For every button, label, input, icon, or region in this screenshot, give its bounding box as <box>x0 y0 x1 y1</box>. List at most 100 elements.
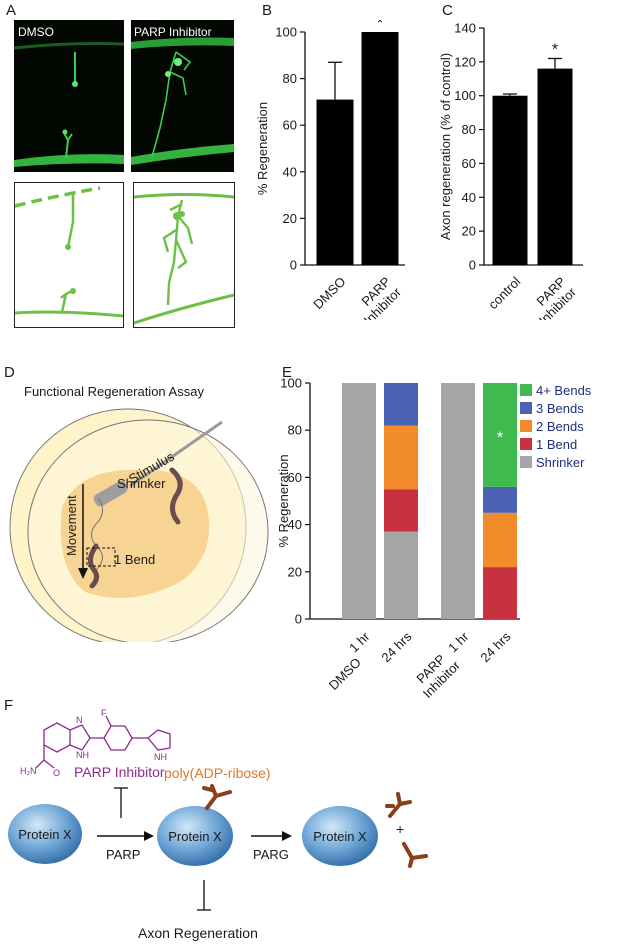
y-tick-label: 20 <box>283 211 297 226</box>
y-tick-label: 20 <box>462 224 476 239</box>
par-chain-attached <box>202 784 232 810</box>
x-tick-label: 24 hrs <box>378 629 415 666</box>
panel-letter-a: A <box>6 2 17 19</box>
y-tick-label: 80 <box>462 122 476 137</box>
atom-o: O <box>53 768 60 778</box>
panel-f: F N NH NH H₂N O PARP Inhibitor poly(ADP-… <box>8 708 428 941</box>
y-axis-label: % Regeneration <box>276 454 291 547</box>
x-tick-label: 1 hr <box>445 628 472 655</box>
atom-nh: NH <box>76 750 89 760</box>
significance-star: * <box>377 20 383 32</box>
x-tick-label: PARPInhibitor <box>525 273 579 320</box>
protein-blob-2 <box>157 806 233 866</box>
parp-micrograph: PARP Inhibitor <box>131 20 234 172</box>
inhibitor-atoms: F N NH NH H₂N O <box>20 708 167 778</box>
protein-blob-3 <box>302 806 378 866</box>
legend-swatch <box>520 456 532 468</box>
movement-label: Movement <box>64 495 79 556</box>
y-axis-label: Axon regeneration (% of control) <box>438 53 453 240</box>
bar <box>316 99 354 265</box>
par-label: poly(ADP-ribose) <box>164 765 271 781</box>
inhibitor-label: PARP Inhibitor <box>74 764 165 780</box>
legend-label: Shrinker <box>536 455 585 470</box>
x-tick-label: 1 hr <box>346 628 373 655</box>
y-tick-label: 100 <box>275 25 297 40</box>
bar-segment <box>384 489 418 532</box>
protein-label-2: Protein X <box>168 829 222 844</box>
y-tick-label: 80 <box>288 423 302 438</box>
outcome-label: Axon Regeneration <box>138 925 258 941</box>
bar <box>492 95 528 265</box>
plus-sign: + <box>396 821 404 837</box>
protein-label-1: Protein X <box>18 827 72 842</box>
dmso-tracing <box>14 182 124 328</box>
parg-enzyme-label: PARG <box>253 847 289 862</box>
y-tick-label: 20 <box>288 564 302 579</box>
y-tick-label: 0 <box>469 258 476 273</box>
x-tick-label: PARPInhibitor <box>350 273 404 320</box>
bar <box>361 32 399 265</box>
legend-label: 4+ Bends <box>536 383 592 398</box>
parp-label: PARP Inhibitor <box>134 25 212 39</box>
legend-label: 2 Bends <box>536 419 584 434</box>
y-tick-label: 40 <box>283 164 297 179</box>
x-tick-label-line: DMSO <box>310 274 348 312</box>
significance-star: * <box>497 428 504 447</box>
bar-segment <box>483 567 517 619</box>
y-tick-label: 0 <box>290 258 297 273</box>
legend-swatch <box>520 420 532 432</box>
par-chain-free-1 <box>385 792 412 818</box>
bar-segment <box>384 531 418 619</box>
panel-letter-b: B <box>262 2 273 19</box>
y-tick-label: 120 <box>454 54 476 69</box>
par-chain-free-2 <box>402 842 428 868</box>
x-tick-label: 24 hrs <box>477 629 514 666</box>
atom-nh-ring: NH <box>154 752 167 762</box>
shrinker-label: Shrinker <box>117 476 166 491</box>
bar-segment <box>441 383 475 619</box>
parp-tracing <box>133 182 235 328</box>
y-tick-label: 60 <box>288 470 302 485</box>
y-axis-label: % Regeneration <box>255 102 270 195</box>
bend-label: 1 Bend <box>114 552 155 567</box>
parp-enzyme-label: PARP <box>106 847 140 862</box>
bar-segment <box>483 383 517 487</box>
atom-h2n: H₂N <box>20 766 37 776</box>
bar-segment <box>483 486 517 513</box>
y-tick-label: 40 <box>462 190 476 205</box>
significance-star: * <box>552 41 558 58</box>
y-tick-label: 80 <box>283 71 297 86</box>
assay-title: Functional Regeneration Assay <box>24 384 204 399</box>
protein-label-3: Protein X <box>313 829 367 844</box>
atom-f: F <box>101 708 107 718</box>
legend-swatch <box>520 402 532 414</box>
bar-segment <box>342 383 376 619</box>
panel-a: DMSO PARP Inhibitor <box>13 20 235 328</box>
panel-letter-e: E <box>282 364 293 381</box>
y-tick-label: 60 <box>462 156 476 171</box>
inhibitor-structure <box>35 715 171 769</box>
x-tick-label-line: control <box>485 274 523 312</box>
y-tick-label: 140 <box>454 21 476 36</box>
group-label: DMSO <box>326 655 364 693</box>
legend-swatch <box>520 438 532 450</box>
atom-n: N <box>76 715 83 725</box>
y-tick-label: 100 <box>280 376 302 391</box>
legend-label: 3 Bends <box>536 401 584 416</box>
bar-segment <box>384 425 418 490</box>
x-tick-label: control <box>485 274 523 312</box>
panel-letter-f: F <box>4 697 14 714</box>
group-label-line: DMSO <box>326 655 364 693</box>
y-tick-label: 100 <box>454 88 476 103</box>
bar-segment <box>483 512 517 568</box>
panel-d: Functional Regeneration Assay Stimulus S… <box>9 384 269 642</box>
y-tick-label: 60 <box>283 118 297 133</box>
protein-blob-1 <box>8 804 82 864</box>
y-tick-label: 0 <box>295 612 302 627</box>
panel-letter-c: C <box>442 2 453 19</box>
legend-swatch <box>520 384 532 396</box>
panel-letter-d: D <box>4 364 15 381</box>
